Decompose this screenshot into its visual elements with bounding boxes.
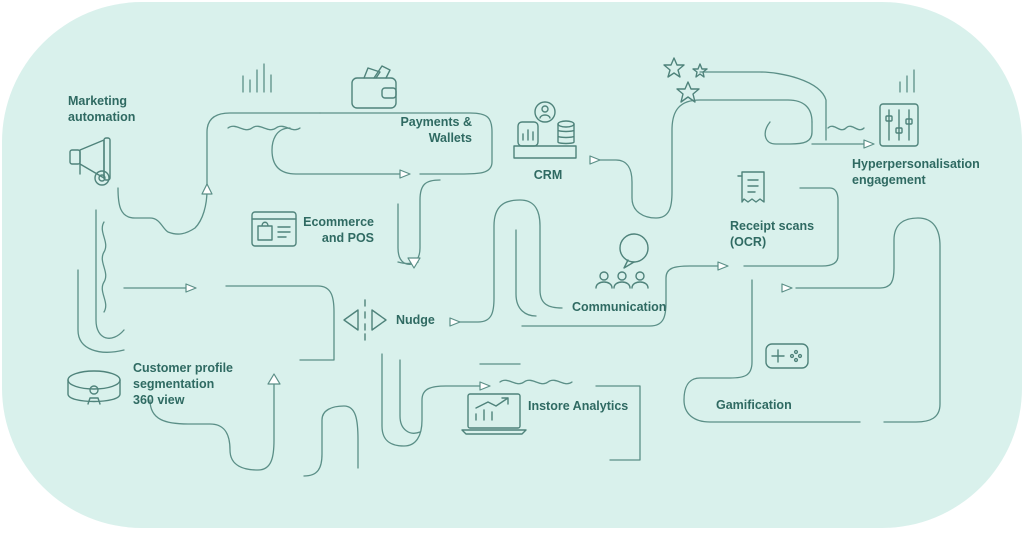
arrow-right-nudge	[449, 317, 461, 327]
communication-line-1: Communication	[572, 300, 667, 314]
receipt-line-1: Receipt scans	[730, 219, 815, 233]
path-to-ecommerce-arrow	[319, 112, 493, 175]
label-crm: CRM	[528, 167, 568, 183]
path-comm-to-receipt	[521, 265, 723, 327]
payments-line-2: Wallets	[428, 131, 472, 145]
path-bottom-loop	[303, 405, 359, 477]
laptop-chart-icon	[461, 393, 527, 435]
path-hyper-connect	[764, 121, 813, 145]
arrow-right-instore	[479, 381, 491, 391]
path-nudge-to-crm	[455, 199, 563, 323]
path-crm-loop	[515, 229, 537, 317]
arrow-right-payments	[399, 169, 411, 179]
path-instore-right	[595, 385, 641, 461]
arrow-up-marketing	[201, 183, 213, 195]
profile-line-1: Customer profile	[133, 361, 234, 375]
label-nudge: Nudge	[396, 312, 435, 328]
profile-line-2: segmentation	[133, 377, 215, 391]
label-gamification: Gamification	[716, 397, 792, 413]
path-top-spring	[242, 63, 272, 93]
path-wave-instore	[499, 379, 573, 385]
label-communication: Communication	[572, 299, 666, 315]
crm-database-icon	[513, 101, 577, 159]
arrow-right-left	[185, 283, 197, 293]
connector-paths	[77, 63, 941, 477]
label-receipt-scans: Receipt scans (OCR)	[730, 218, 814, 250]
megaphone-gear-icon	[69, 137, 111, 186]
path-profile-down	[149, 383, 275, 471]
path-gamification	[683, 279, 861, 423]
arrow-up-profile	[267, 373, 281, 385]
crm-line-1: CRM	[533, 168, 563, 182]
path-left-wave	[101, 221, 107, 313]
person-360-icon	[67, 370, 121, 405]
path-right-loop	[795, 217, 941, 423]
path-mid-horizontal	[225, 285, 335, 361]
receipt-line-2: (OCR)	[730, 235, 767, 249]
stars-icon	[663, 57, 708, 103]
label-ecommerce-pos: Ecommerce and POS	[280, 214, 374, 246]
marketing-line-2: automation	[68, 110, 136, 124]
receipt-icon	[737, 171, 765, 203]
path-crm-to-stars	[595, 99, 813, 219]
hyper-line-1: Hyperpersonalisation	[852, 157, 980, 171]
shopping-browser-icon	[251, 211, 297, 247]
arrowheads	[185, 139, 875, 391]
path-hyper-spring	[899, 69, 915, 93]
gamification-line-1: Gamification	[716, 398, 792, 412]
arrow-right-receipt	[717, 261, 729, 271]
arrow-right-hyper	[863, 139, 875, 149]
marketing-line-1: Marketing	[68, 94, 128, 108]
payments-line-1: Payments &	[400, 115, 472, 129]
ecommerce-line-2: and POS	[321, 231, 374, 245]
label-hyperpersonalisation: Hyperpersonalisation engagement	[852, 156, 980, 188]
path-top-loop	[271, 127, 401, 175]
path-left-vertical	[95, 209, 125, 339]
instore-line-1: Instore Analytics	[528, 399, 629, 413]
label-instore-analytics: Instore Analytics	[528, 398, 628, 414]
hyper-line-2: engagement	[852, 173, 926, 187]
path-nudge-bottom	[381, 353, 489, 447]
chat-group-icon	[595, 233, 649, 289]
path-wave-hyper	[827, 125, 865, 131]
arrow-right-gamification	[781, 283, 793, 293]
gamepad-icon	[765, 343, 809, 369]
path-stars-dashes	[699, 71, 827, 141]
equalizer-sliders-icon	[879, 103, 919, 147]
label-customer-profile: Customer profile segmentation 360 view	[133, 360, 233, 408]
arrow-down-ecommerce	[407, 257, 421, 269]
profile-line-3: 360 view	[133, 393, 185, 407]
path-marketing-to-top	[117, 112, 321, 235]
path-instore-loop	[399, 359, 421, 434]
ecommerce-line-1: Ecommerce	[303, 215, 374, 229]
nudge-line-1: Nudge	[396, 313, 435, 327]
background-panel	[2, 2, 1022, 528]
wallet-icon	[351, 65, 397, 109]
nudge-arrows-icon	[343, 299, 387, 341]
path-payments-down	[397, 179, 441, 265]
path-left-to-nudge	[77, 269, 125, 353]
label-marketing-automation: Marketing automation	[68, 93, 135, 125]
arrow-right-crm	[589, 155, 601, 165]
path-receipt-loop	[743, 187, 839, 267]
label-payments-wallets: Payments & Wallets	[372, 114, 472, 146]
